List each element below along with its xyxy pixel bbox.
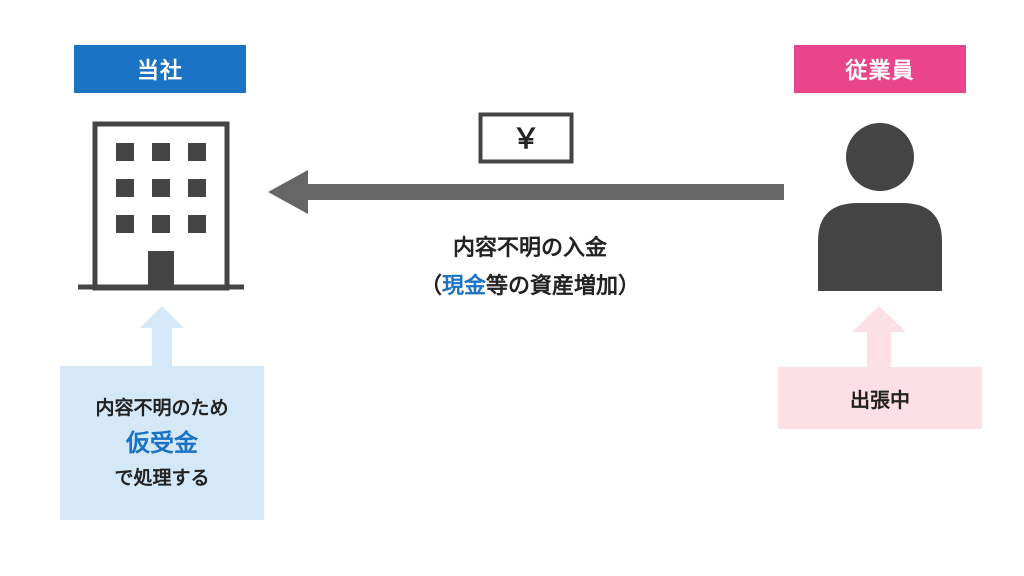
flow-caption-open-paren: （ (419, 274, 442, 299)
flow-caption-rest: 等の資産増加） (486, 274, 641, 299)
flow-caption-line2: （現金等の資産増加） (360, 268, 700, 300)
building-icon (78, 121, 244, 291)
yen-symbol: ￥ (512, 122, 540, 155)
company-label: 当社 (74, 45, 246, 93)
flow-caption-highlight: 現金 (441, 274, 486, 299)
left-arrow-icon (268, 170, 784, 214)
yen-note-icon: ￥ (478, 112, 574, 164)
left-note-box: 内容不明のため 仮受金 で処理する (60, 366, 264, 520)
flow-caption-line1: 内容不明の入金 (452, 236, 607, 261)
person-icon (818, 123, 942, 291)
up-arrow-icon (140, 306, 184, 366)
employee-label-text: 従業員 (845, 59, 915, 84)
up-arrow-icon (852, 306, 906, 370)
left-note-line3: で処理する (114, 467, 210, 489)
company-label-text: 当社 (136, 59, 183, 84)
right-note-box: 出張中 (778, 367, 982, 429)
right-note-text: 出張中 (850, 387, 910, 412)
left-note-highlight: 仮受金 (126, 429, 198, 457)
employee-label: 従業員 (794, 45, 966, 93)
left-note-line1: 内容不明のため (95, 397, 229, 419)
